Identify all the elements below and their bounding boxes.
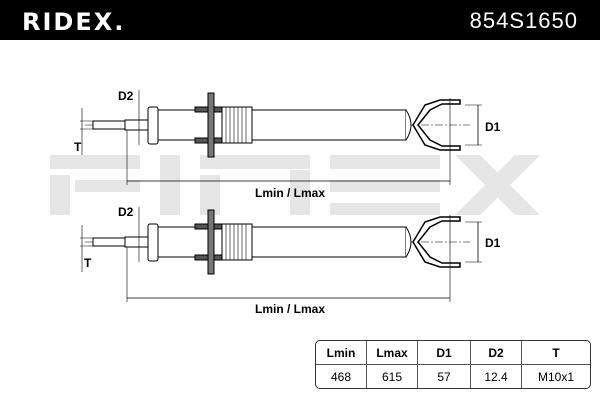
d2-label: D2 [118,89,134,103]
value-lmax: 615 [367,365,418,388]
value-lmin: 468 [316,365,367,388]
header-bar: RIDEX. 854S1650 [0,0,600,40]
t-label-2: T [84,256,92,270]
shock-absorber-view-1 [79,89,483,186]
length-label: Lmin / Lmax [255,186,326,200]
length-label-2: Lmin / Lmax [255,302,326,316]
col-lmin: Lmin [316,341,367,365]
col-d1: D1 [418,341,471,365]
specs-table: Lmin Lmax D1 D2 T 468 615 57 12.4 M10x1 [315,340,591,389]
value-d1: 57 [418,365,471,388]
d1-label-2: D1 [485,236,501,250]
watermark-logo [50,155,540,215]
specs-value-row: 468 615 57 12.4 M10x1 [316,365,590,388]
brand-logo: RIDEX. [22,8,126,36]
value-t: M10x1 [537,369,575,384]
d2-label-2: D2 [118,205,134,219]
shock-absorber-view-2 [79,206,483,303]
value-d2: 12.4 [471,365,522,388]
col-t: T [522,341,590,365]
part-number: 854S1650 [469,8,578,33]
d1-label: D1 [485,120,501,134]
specs-header-row: Lmin Lmax D1 D2 T [316,341,590,365]
col-d2: D2 [471,341,522,365]
t-label: T [74,140,82,154]
col-lmax: Lmax [367,341,418,365]
